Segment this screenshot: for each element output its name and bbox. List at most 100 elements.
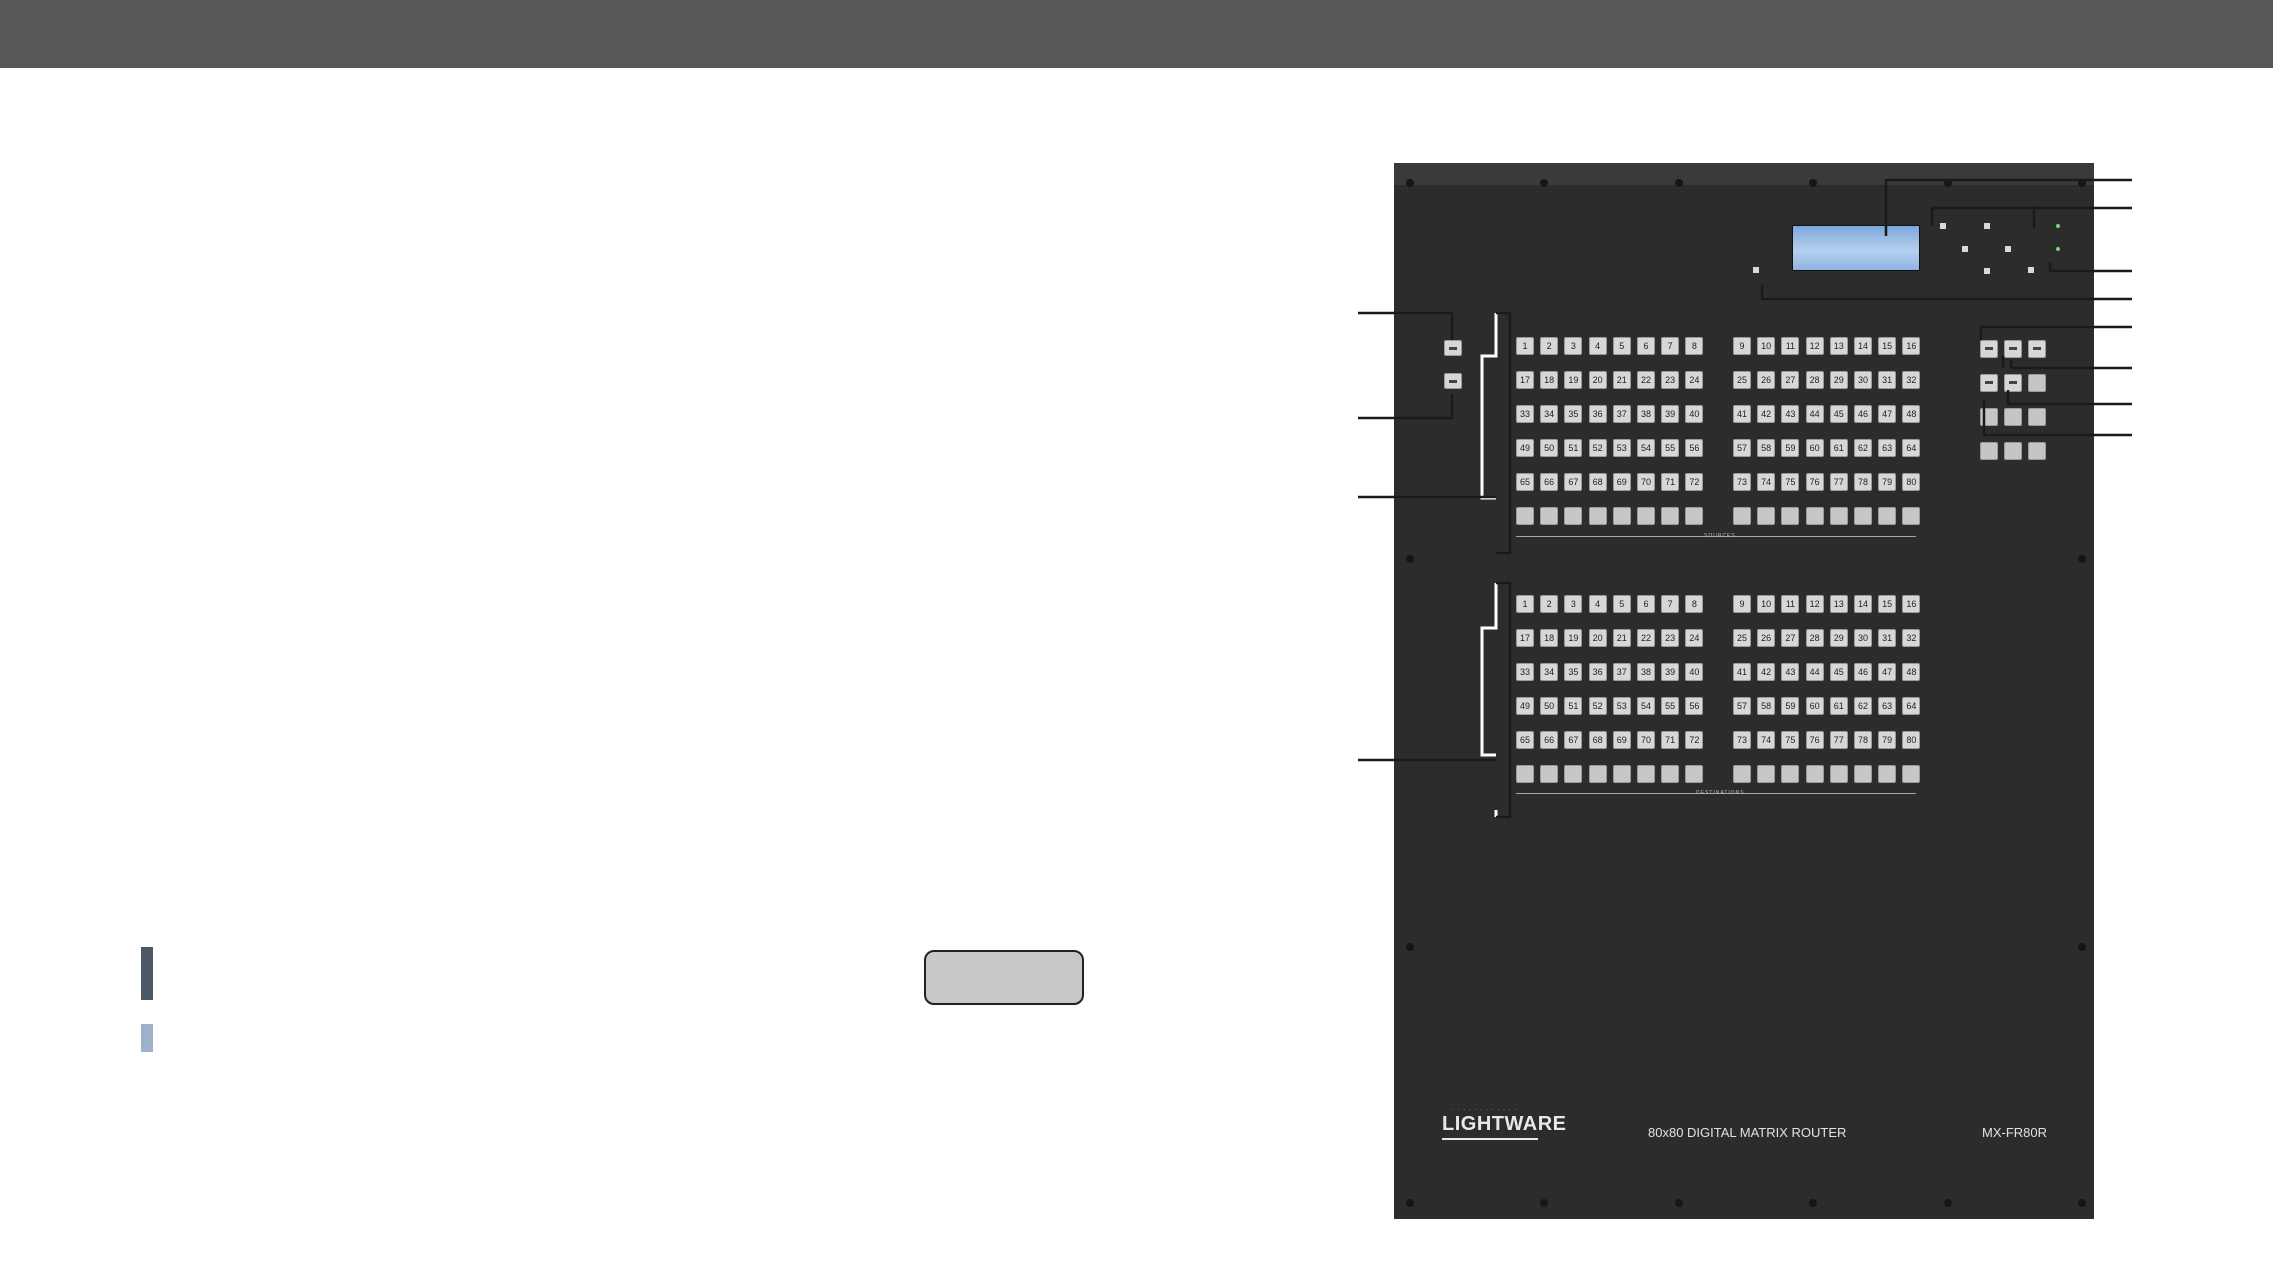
source-button[interactable]: 16 <box>1902 337 1921 355</box>
destination-button[interactable]: 79 <box>1878 731 1897 749</box>
source-button[interactable]: 60 <box>1805 439 1824 457</box>
destination-function-button[interactable] <box>1661 765 1680 783</box>
control-key[interactable] <box>1980 374 1998 392</box>
control-lock-button[interactable] <box>1753 267 1759 273</box>
destination-button[interactable]: 52 <box>1588 697 1607 715</box>
source-button[interactable]: 77 <box>1829 473 1848 491</box>
source-button[interactable]: 19 <box>1564 371 1583 389</box>
destination-button[interactable]: 41 <box>1733 663 1751 681</box>
control-button[interactable] <box>2028 267 2034 273</box>
side-function-button[interactable] <box>1444 340 1462 356</box>
destination-button[interactable]: 75 <box>1781 731 1800 749</box>
source-button[interactable]: 13 <box>1829 337 1848 355</box>
control-key[interactable] <box>2028 442 2046 460</box>
source-function-button[interactable] <box>1733 507 1751 525</box>
destination-button[interactable]: 60 <box>1805 697 1824 715</box>
destination-button[interactable]: 21 <box>1612 629 1631 647</box>
destination-button[interactable]: 65 <box>1516 731 1534 749</box>
destination-button[interactable]: 71 <box>1661 731 1680 749</box>
control-button[interactable] <box>1940 223 1946 229</box>
destination-button[interactable]: 4 <box>1588 595 1607 613</box>
destination-button[interactable]: 80 <box>1902 731 1921 749</box>
destination-function-button[interactable] <box>1733 765 1751 783</box>
source-button[interactable]: 20 <box>1588 371 1607 389</box>
source-function-button[interactable] <box>1588 507 1607 525</box>
source-button[interactable]: 9 <box>1733 337 1751 355</box>
source-button[interactable]: 46 <box>1854 405 1872 423</box>
destination-function-button[interactable] <box>1829 765 1848 783</box>
destination-button[interactable]: 30 <box>1854 629 1872 647</box>
destination-button[interactable]: 73 <box>1733 731 1751 749</box>
control-key[interactable] <box>1980 442 1998 460</box>
destination-button[interactable]: 18 <box>1540 629 1559 647</box>
destination-button[interactable]: 16 <box>1902 595 1921 613</box>
destination-button[interactable]: 31 <box>1878 629 1897 647</box>
destination-button[interactable]: 63 <box>1878 697 1897 715</box>
source-function-button[interactable] <box>1854 507 1872 525</box>
source-button[interactable]: 14 <box>1854 337 1872 355</box>
destination-button[interactable]: 40 <box>1685 663 1704 681</box>
source-button[interactable]: 43 <box>1781 405 1800 423</box>
source-function-button[interactable] <box>1685 507 1704 525</box>
source-button[interactable]: 79 <box>1878 473 1897 491</box>
destination-button[interactable]: 56 <box>1685 697 1704 715</box>
destination-button[interactable]: 74 <box>1757 731 1776 749</box>
destination-button[interactable]: 28 <box>1805 629 1824 647</box>
destination-button[interactable]: 10 <box>1757 595 1776 613</box>
destination-button[interactable]: 23 <box>1661 629 1680 647</box>
destination-button[interactable]: 12 <box>1805 595 1824 613</box>
destination-button[interactable]: 77 <box>1829 731 1848 749</box>
source-button[interactable]: 63 <box>1878 439 1897 457</box>
source-button[interactable]: 8 <box>1685 337 1704 355</box>
source-button[interactable]: 18 <box>1540 371 1559 389</box>
source-button[interactable]: 48 <box>1902 405 1921 423</box>
source-button[interactable]: 27 <box>1781 371 1800 389</box>
control-button[interactable] <box>1984 223 1990 229</box>
destination-button[interactable]: 13 <box>1829 595 1848 613</box>
source-button[interactable]: 53 <box>1612 439 1631 457</box>
destination-function-button[interactable] <box>1612 765 1631 783</box>
control-key[interactable] <box>2004 442 2022 460</box>
source-button[interactable]: 69 <box>1612 473 1631 491</box>
control-button[interactable] <box>2005 246 2011 252</box>
control-key[interactable] <box>1980 340 1998 358</box>
control-button[interactable] <box>1984 268 1990 274</box>
destination-button[interactable]: 45 <box>1829 663 1848 681</box>
source-button[interactable]: 34 <box>1540 405 1559 423</box>
destination-button[interactable]: 53 <box>1612 697 1631 715</box>
destination-button[interactable]: 26 <box>1757 629 1776 647</box>
source-button[interactable]: 66 <box>1540 473 1559 491</box>
destination-button[interactable]: 32 <box>1902 629 1921 647</box>
destination-function-button[interactable] <box>1805 765 1824 783</box>
source-button[interactable]: 75 <box>1781 473 1800 491</box>
source-button[interactable]: 68 <box>1588 473 1607 491</box>
destination-button[interactable]: 57 <box>1733 697 1751 715</box>
source-button[interactable]: 44 <box>1805 405 1824 423</box>
source-button[interactable]: 58 <box>1757 439 1776 457</box>
destination-button[interactable]: 50 <box>1540 697 1559 715</box>
source-button[interactable]: 26 <box>1757 371 1776 389</box>
destination-button[interactable]: 38 <box>1637 663 1655 681</box>
source-button[interactable]: 55 <box>1661 439 1680 457</box>
source-function-button[interactable] <box>1902 507 1921 525</box>
destination-function-button[interactable] <box>1564 765 1583 783</box>
source-button[interactable]: 23 <box>1661 371 1680 389</box>
source-button[interactable]: 36 <box>1588 405 1607 423</box>
destination-button[interactable]: 39 <box>1661 663 1680 681</box>
source-button[interactable]: 42 <box>1757 405 1776 423</box>
destination-function-button[interactable] <box>1781 765 1800 783</box>
source-button[interactable]: 76 <box>1805 473 1824 491</box>
destination-button[interactable]: 37 <box>1612 663 1631 681</box>
destination-button[interactable]: 36 <box>1588 663 1607 681</box>
source-button[interactable]: 80 <box>1902 473 1921 491</box>
source-function-button[interactable] <box>1757 507 1776 525</box>
source-button[interactable]: 24 <box>1685 371 1704 389</box>
destination-function-button[interactable] <box>1878 765 1897 783</box>
source-button[interactable]: 3 <box>1564 337 1583 355</box>
source-function-button[interactable] <box>1516 507 1534 525</box>
source-function-button[interactable] <box>1612 507 1631 525</box>
source-button[interactable]: 28 <box>1805 371 1824 389</box>
control-key[interactable] <box>2028 340 2046 358</box>
destination-button[interactable]: 70 <box>1637 731 1655 749</box>
control-key[interactable] <box>2028 408 2046 426</box>
